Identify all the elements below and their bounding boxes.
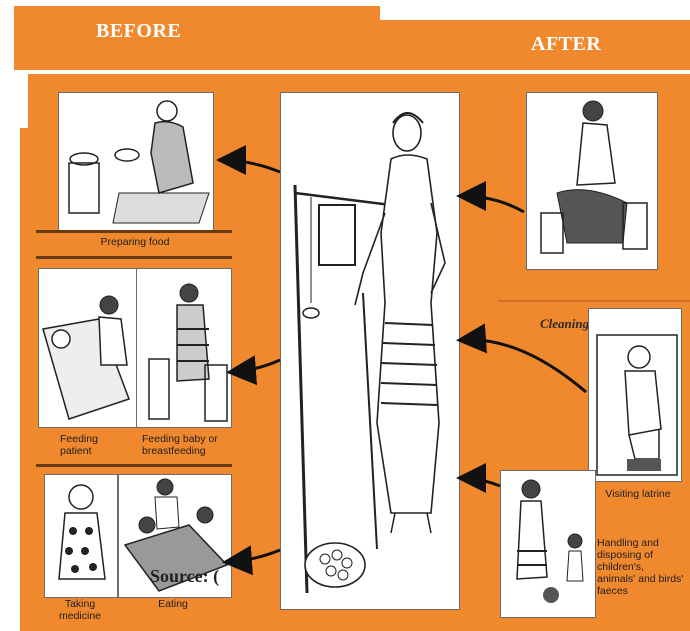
arrow-to-preparing-food [222, 160, 280, 172]
arrow-from-handling-faeces [462, 478, 500, 486]
arrow-to-eating [228, 550, 280, 562]
arrow-to-feeding [232, 360, 280, 372]
arrow-from-visiting-latrine [462, 340, 586, 392]
arrow-from-cleaning-child [462, 196, 524, 212]
